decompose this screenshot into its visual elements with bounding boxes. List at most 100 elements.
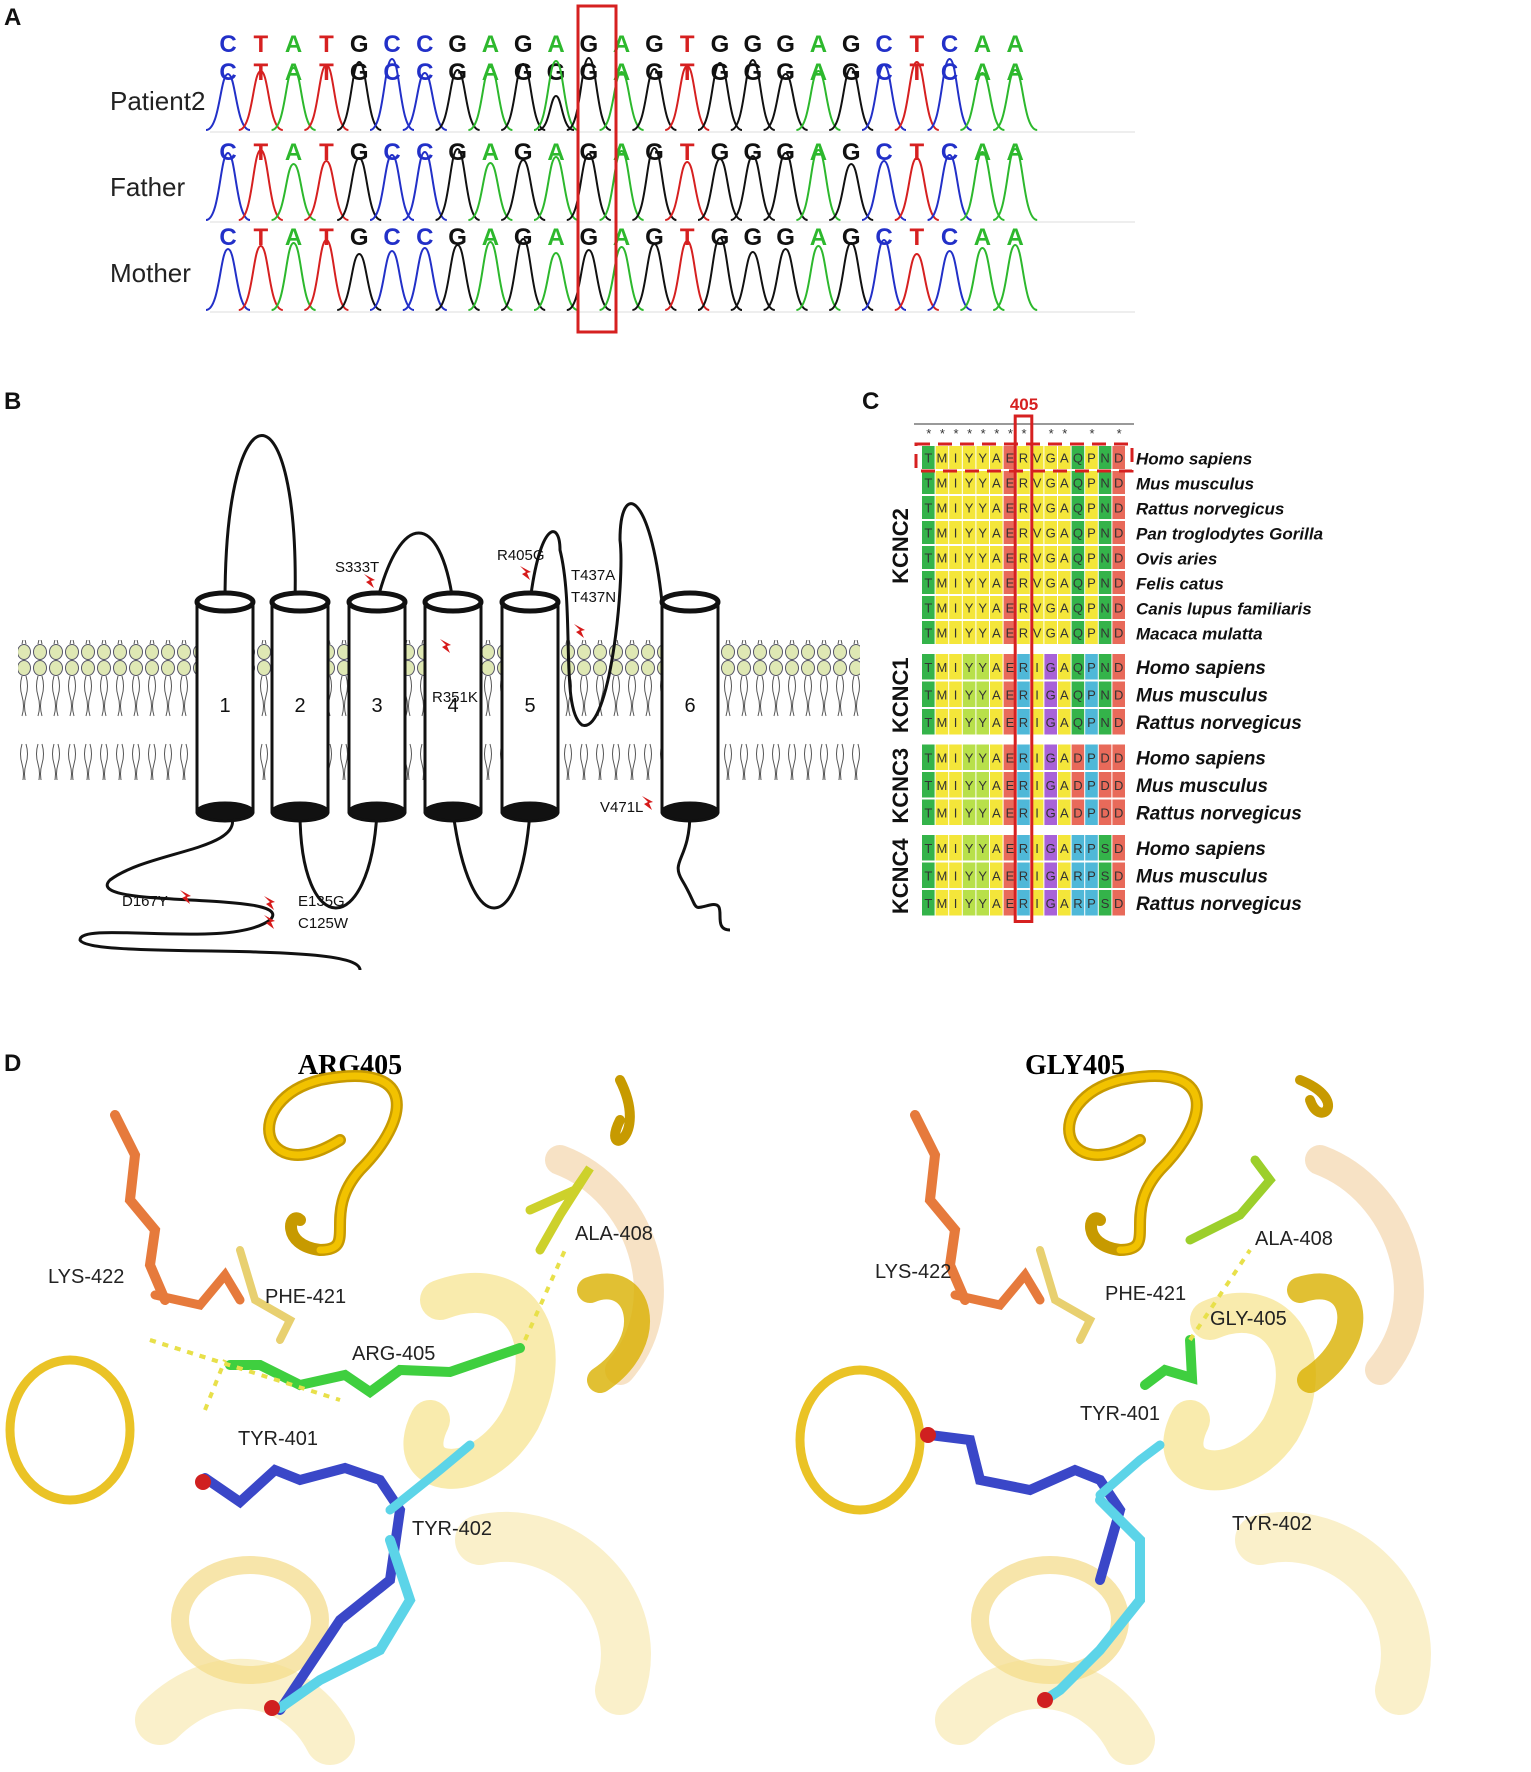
residue-letter: S bbox=[1101, 841, 1110, 856]
alignment-cell bbox=[949, 744, 962, 770]
alignment-cell bbox=[976, 471, 989, 494]
mutation-label: E135G bbox=[298, 893, 345, 910]
alignment-cell bbox=[1030, 496, 1044, 519]
trace-peak bbox=[435, 68, 480, 131]
alignment-cell bbox=[1030, 744, 1044, 770]
residue-letter: A bbox=[992, 660, 1001, 675]
base-letter: A bbox=[285, 224, 302, 251]
alignment-cell bbox=[1112, 496, 1125, 519]
alignment-cell bbox=[1071, 546, 1085, 569]
trace-peak bbox=[402, 246, 448, 311]
alignment-cell bbox=[976, 596, 989, 619]
residue-letter: Q bbox=[1073, 626, 1083, 641]
residue-letter: A bbox=[992, 750, 1001, 765]
alignment-cell bbox=[1058, 546, 1071, 569]
residue-letter: A bbox=[992, 501, 1001, 516]
residue-letter: A bbox=[1060, 868, 1069, 883]
alignment-cell bbox=[1030, 654, 1044, 680]
residue-letter: I bbox=[1035, 715, 1039, 730]
alignment-cell bbox=[1058, 772, 1071, 798]
residue-letter: R bbox=[1019, 451, 1028, 466]
base-letter: G bbox=[514, 224, 533, 251]
residue-letter: P bbox=[1087, 687, 1096, 702]
residue-letter: V bbox=[1033, 451, 1042, 466]
trace-peak bbox=[402, 71, 448, 131]
residue-letter: R bbox=[1019, 868, 1028, 883]
base-letter: A bbox=[810, 224, 827, 251]
alignment-cell bbox=[935, 521, 949, 544]
residue-letter: V bbox=[1033, 551, 1042, 566]
base-letter: G bbox=[776, 224, 795, 251]
conservation-mark: * bbox=[1089, 426, 1094, 441]
residue-letter: I bbox=[954, 576, 958, 591]
base-letter: T bbox=[909, 139, 924, 166]
alignment-cell bbox=[1003, 890, 1017, 916]
residue-letter: E bbox=[1006, 896, 1015, 911]
trace-peak bbox=[336, 252, 382, 311]
trace-peak bbox=[599, 70, 644, 131]
gene-group-label: KCNC1 bbox=[888, 657, 913, 733]
base-letter: G bbox=[776, 59, 795, 86]
alignment-cell bbox=[1030, 571, 1044, 594]
residue-letter: A bbox=[992, 626, 1001, 641]
alignment-cell bbox=[935, 496, 949, 519]
alignment-cell bbox=[1058, 709, 1071, 735]
alignment-cell bbox=[1030, 521, 1044, 544]
gene-group-label: KCNC3 bbox=[888, 748, 913, 824]
alignment-cell bbox=[976, 772, 989, 798]
trace-peak bbox=[960, 246, 1005, 311]
alignment-cell bbox=[962, 654, 976, 680]
residue-letter: I bbox=[954, 451, 958, 466]
helix-number: 5 bbox=[524, 695, 535, 717]
trace-peak bbox=[632, 67, 677, 131]
conservation-mark: * bbox=[994, 426, 999, 441]
alignment-cell bbox=[1085, 772, 1098, 798]
residue-letter: E bbox=[1006, 576, 1015, 591]
residue-letter: A bbox=[1060, 896, 1069, 911]
gene-group-label: KCNC4 bbox=[888, 838, 913, 915]
residue-label: PHE-421 bbox=[265, 1286, 346, 1308]
alignment-cell bbox=[1085, 521, 1098, 544]
alignment-cell bbox=[1071, 835, 1085, 861]
residue-letter: Q bbox=[1073, 715, 1083, 730]
base-letter: A bbox=[482, 31, 499, 58]
residue-letter: M bbox=[936, 750, 947, 765]
alignment-cell bbox=[922, 571, 935, 594]
base-letter: C bbox=[416, 224, 433, 251]
residue-letter: N bbox=[1100, 501, 1109, 516]
trace-peak bbox=[500, 158, 546, 221]
base-letter: A bbox=[482, 224, 499, 251]
alignment-cell bbox=[1058, 621, 1071, 644]
residue-letter: Q bbox=[1073, 551, 1083, 566]
alignment-cell bbox=[949, 496, 962, 519]
residue-letter: D bbox=[1114, 551, 1123, 566]
residue-letter: R bbox=[1019, 750, 1028, 765]
alignment-cell bbox=[962, 681, 976, 707]
base-letter: A bbox=[482, 139, 499, 166]
species-name: Macaca mulatta bbox=[1136, 625, 1263, 644]
base-letter: T bbox=[319, 139, 334, 166]
residue-letter: A bbox=[992, 841, 1001, 856]
trace-peak bbox=[795, 148, 841, 221]
mutation-marker-icon bbox=[520, 566, 531, 580]
residue-letter: T bbox=[924, 841, 932, 856]
trace-peak bbox=[861, 238, 907, 311]
alignment-cell bbox=[935, 890, 949, 916]
residue-letter: P bbox=[1087, 805, 1096, 820]
trace-peak bbox=[828, 241, 874, 311]
base-letter: C bbox=[219, 224, 236, 251]
residue-letter: Y bbox=[978, 660, 987, 675]
residue-letter: E bbox=[1006, 526, 1015, 541]
alignment-cell bbox=[1030, 772, 1044, 798]
alignment-cell bbox=[976, 862, 989, 888]
alignment-cell bbox=[1003, 546, 1017, 569]
alignment-cell bbox=[1044, 744, 1057, 770]
residue-letter: E bbox=[1006, 551, 1015, 566]
helix-1: 1 bbox=[194, 590, 256, 823]
conservation-mark: * bbox=[940, 426, 945, 441]
base-letter: G bbox=[645, 139, 664, 166]
base-letter: G bbox=[743, 31, 762, 58]
trace-peak bbox=[894, 252, 940, 311]
